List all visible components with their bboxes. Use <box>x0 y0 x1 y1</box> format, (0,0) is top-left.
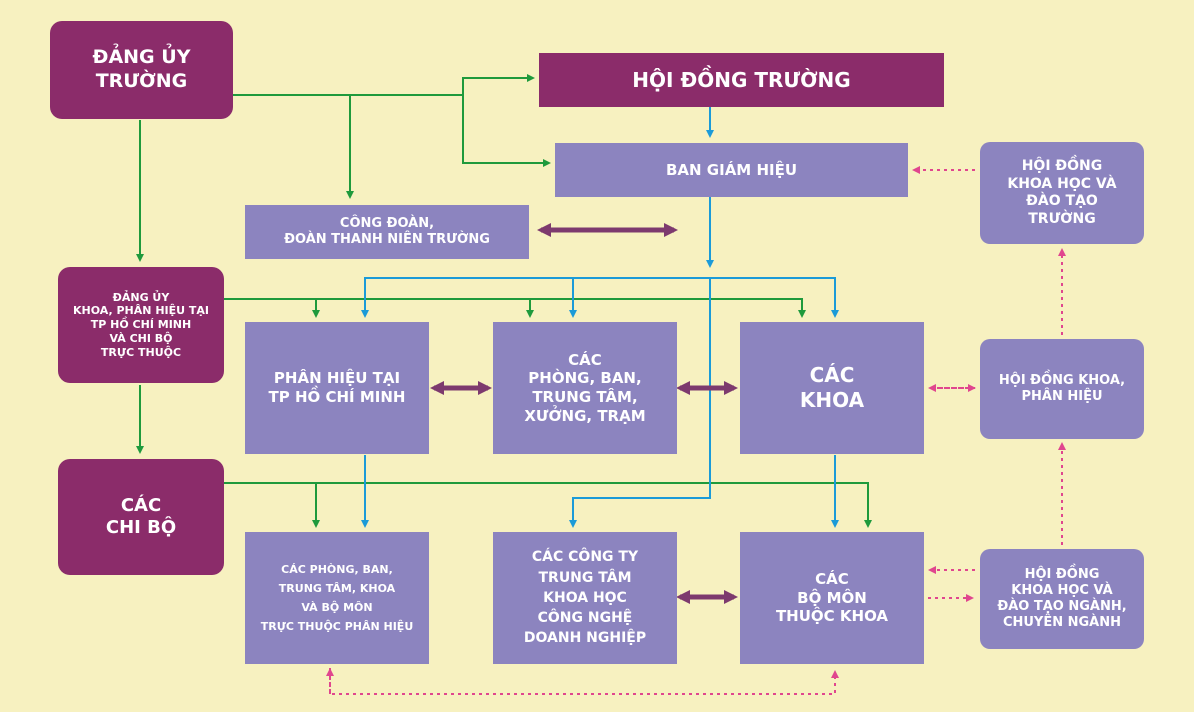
green-arrow-to-ban-giam-hieu <box>462 95 551 167</box>
node-label: HỘI ĐỒNG KHOA, PHÂN HIỆU <box>998 372 1126 404</box>
dotted-line-bottom-link <box>329 668 839 695</box>
node-cac-chi-bo: CÁC CHI BỘ <box>58 459 224 575</box>
node-phong-ban-phan-hieu: CÁC PHÒNG, BAN, TRUNG TÂM, KHOA VÀ BỘ MÔ… <box>245 532 429 664</box>
green-line-chi-bo-row <box>224 482 872 528</box>
node-cac-phong-ban: CÁC PHÒNG, BAN, TRUNG TÂM, XƯỞNG, TRẠM <box>493 322 677 454</box>
node-label: CÁC KHOA <box>799 363 865 412</box>
purple-double-arrows <box>430 223 738 604</box>
pink-dotted-connectors <box>326 166 1066 695</box>
node-label: CÁC CHI BỘ <box>105 494 177 539</box>
node-cac-khoa: CÁC KHOA <box>740 322 924 454</box>
node-label: CÁC PHÒNG, BAN, TRUNG TÂM, XƯỞNG, TRẠM <box>524 350 646 425</box>
green-arrow-to-hoi-dong-truong <box>233 74 535 96</box>
node-label: CÔNG ĐOÀN, ĐOÀN THANH NIÊN TRƯỜNG <box>284 215 490 247</box>
node-label: HỘI ĐỒNG KHOA HỌC VÀ ĐÀO TẠO NGÀNH, CHUY… <box>997 566 1127 631</box>
blue-connectors <box>361 107 839 528</box>
blue-line-distribution <box>364 277 839 318</box>
node-hoi-dong-nganh: HỘI ĐỒNG KHOA HỌC VÀ ĐÀO TẠO NGÀNH, CHUY… <box>980 549 1144 649</box>
node-cong-doan: CÔNG ĐOÀN, ĐOÀN THANH NIÊN TRƯỜNG <box>245 205 529 259</box>
node-phan-hieu: PHÂN HIỆU TẠI TP HỒ CHÍ MINH <box>245 322 429 454</box>
green-connectors <box>136 74 872 528</box>
node-label: PHÂN HIỆU TẠI TP HỒ CHÍ MINH <box>268 369 406 406</box>
node-label: ĐẢNG ỦY KHOA, PHÂN HIỆU TẠI TP HỒ CHÍ MI… <box>72 290 209 359</box>
node-label: BAN GIÁM HIỆU <box>665 160 798 179</box>
node-bo-mon: CÁC BỘ MÔN THUỘC KHOA <box>740 532 924 664</box>
node-hoi-dong-khoa: HỘI ĐỒNG KHOA, PHÂN HIỆU <box>980 339 1144 439</box>
node-label: CÁC BỘ MÔN THUỘC KHOA <box>775 569 889 626</box>
node-dang-uy-khoa: ĐẢNG ỦY KHOA, PHÂN HIỆU TẠI TP HỒ CHÍ MI… <box>58 267 224 383</box>
node-cong-ty: CÁC CÔNG TY TRUNG TÂM KHOA HỌC CÔNG NGHỆ… <box>493 532 677 664</box>
node-label: CÁC PHÒNG, BAN, TRUNG TÂM, KHOA VÀ BỘ MÔ… <box>260 562 414 634</box>
node-ban-giam-hieu: BAN GIÁM HIỆU <box>555 143 908 197</box>
node-label: HỘI ĐỒNG KHOA HỌC VÀ ĐÀO TẠO TRƯỜNG <box>1007 158 1117 227</box>
node-label: HỘI ĐỒNG TRƯỜNG <box>632 67 851 92</box>
node-dang-uy-truong: ĐẢNG ỦY TRƯỜNG <box>50 21 233 119</box>
node-hoi-dong-khoa-hoc-truong: HỘI ĐỒNG KHOA HỌC VÀ ĐÀO TẠO TRƯỜNG <box>980 142 1144 244</box>
node-hoi-dong-truong: HỘI ĐỒNG TRƯỜNG <box>539 53 944 107</box>
node-label: CÁC CÔNG TY TRUNG TÂM KHOA HỌC CÔNG NGHỆ… <box>523 549 647 647</box>
green-line-dang-uy-khoa-row <box>224 298 806 318</box>
node-label: ĐẢNG ỦY TRƯỜNG <box>92 46 191 92</box>
